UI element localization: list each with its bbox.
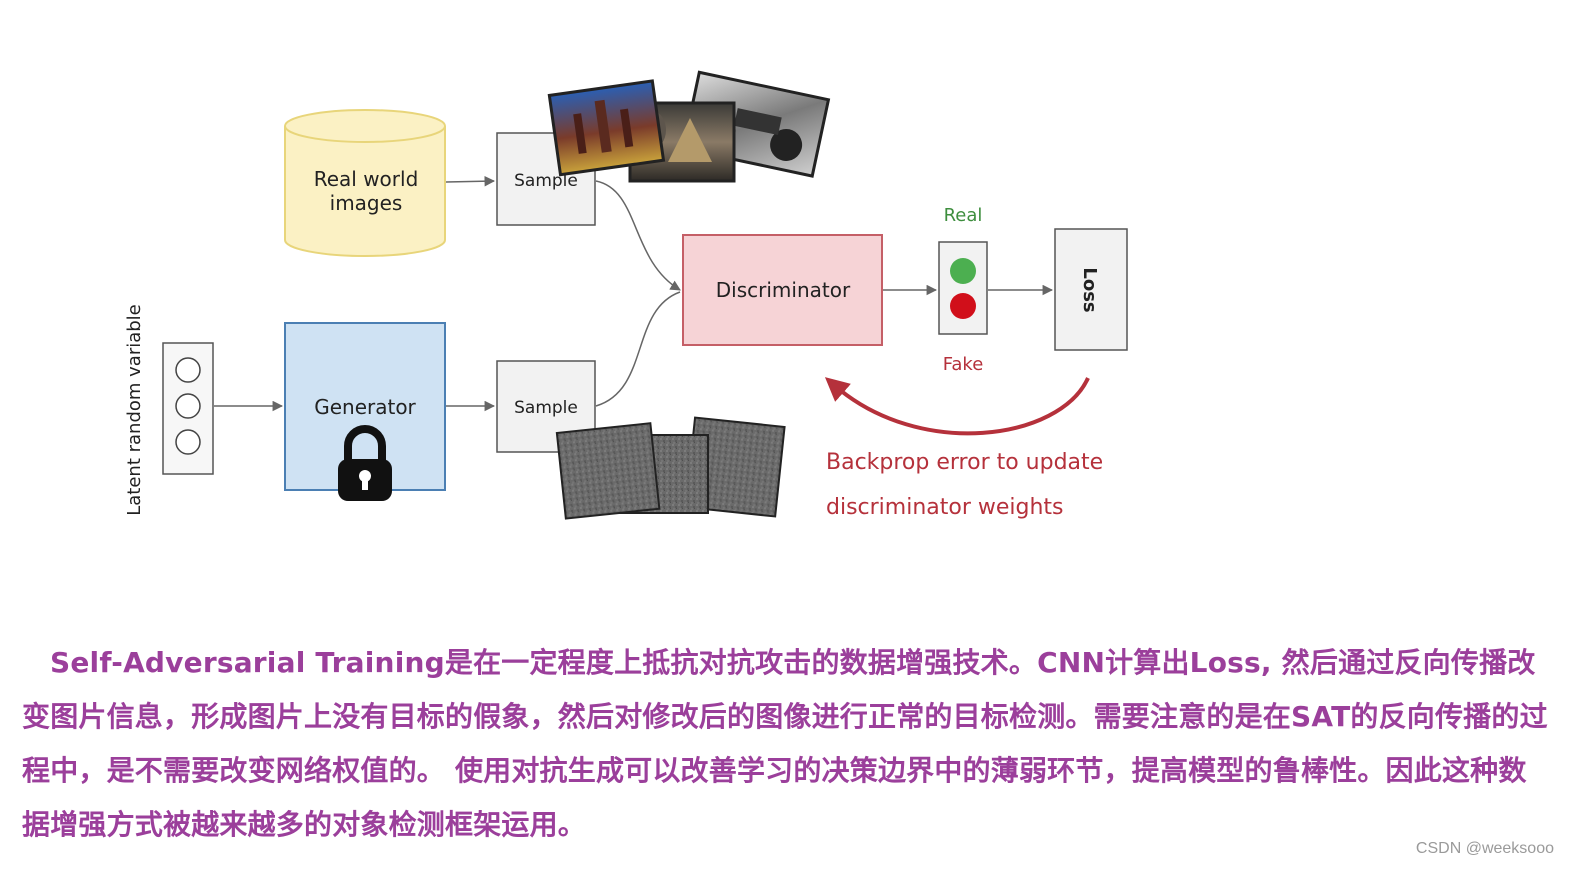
discriminator-label: Discriminator [716,278,851,302]
real-world-images-label: Real world [314,167,419,191]
sample-bottom-label: Sample [514,398,578,418]
noise-image-icon [555,422,661,520]
backprop-text-line-1: Backprop error to update [826,450,1103,475]
generated-noise-images [555,416,786,520]
real-world-images-cylinder: Real world images [284,109,446,257]
discriminator-box: Discriminator [682,234,883,346]
curve-top-to-discriminator [595,180,681,291]
real-fake-output [938,241,988,335]
generator-label: Generator [314,395,416,419]
latent-label: Latent random variable [124,304,145,516]
gan-discriminator-diagram: Real world images Sample [124,70,1128,520]
sample-top-label: Sample [514,171,578,191]
sample-bottom-box: Sample [496,360,596,453]
generator-box: Generator [284,322,446,501]
curve-bottom-to-discriminator [595,291,681,407]
lock-icon [338,425,392,501]
real-dot [950,258,976,284]
real-world-images-label-2: images [330,191,403,215]
arrow-real-to-sample [445,175,496,187]
latent-vector [162,342,214,475]
loss-label: Loss [1079,267,1100,312]
fake-label: Fake [943,354,984,375]
loss-box: Loss [1054,228,1128,351]
real-label: Real [944,205,983,226]
backprop-text-line-2: discriminator weights [826,495,1064,520]
photo-icon [547,79,666,177]
watermark: CSDN @weeksooo [1415,840,1554,857]
fake-dot [950,293,976,319]
backprop-arrow [824,377,1090,436]
real-photos [547,70,831,183]
description-paragraph: Self-Adversarial Training是在一定程度上抵抗对抗攻击的数… [22,646,1548,841]
